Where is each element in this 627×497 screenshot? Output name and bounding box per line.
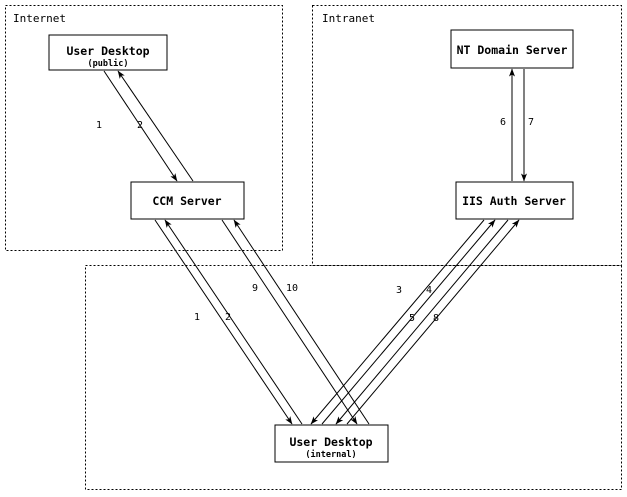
flow-line-5 — [335, 219, 509, 425]
step-label-3: 3 — [396, 285, 402, 296]
flow-line-4 — [321, 219, 496, 425]
flow-step-labels: 1 2 6 7 9 10 1 2 3 4 5 8 — [96, 117, 534, 324]
step-label-10: 10 — [286, 283, 298, 294]
node-user-desktop-internal[interactable] — [274, 424, 389, 463]
flow-line-3 — [310, 219, 485, 425]
flow-line-1-internal — [154, 219, 293, 425]
step-label-5: 5 — [409, 313, 415, 324]
zone-intranet-border — [312, 5, 622, 266]
node-sublabel-user-desktop-public: (public) — [88, 58, 129, 69]
step-label-8: 8 — [433, 313, 439, 324]
node-user-desktop-public[interactable] — [48, 34, 168, 71]
step-label-1-internal: 1 — [194, 312, 200, 323]
zone-boundaries — [5, 5, 622, 490]
node-nt-domain-server[interactable] — [450, 29, 574, 69]
node-label-nt-domain-server: NT Domain Server — [457, 43, 568, 57]
zone-label-internet: Internet — [13, 12, 66, 25]
node-ccm-server[interactable] — [130, 181, 245, 220]
node-label-user-desktop-public: User Desktop — [66, 44, 149, 58]
node-label-iis-auth-server: IIS Auth Server — [462, 194, 566, 208]
node-label-user-desktop-internal: User Desktop — [289, 435, 372, 449]
step-label-4: 4 — [426, 285, 432, 296]
zone-internet-border — [5, 5, 283, 251]
node-boxes: User Desktop (public) CCM Server NT Doma… — [48, 29, 574, 463]
zone-label-intranet: Intranet — [322, 12, 375, 25]
flow-line-9 — [221, 219, 358, 425]
node-label-ccm-server: CCM Server — [152, 194, 221, 208]
flow-lines — [103, 68, 527, 425]
node-iis-auth-server[interactable] — [455, 181, 574, 220]
node-sublabel-user-desktop-internal: (internal) — [305, 449, 356, 460]
flow-line-2-internal — [164, 219, 303, 425]
step-label-7: 7 — [528, 117, 534, 128]
step-label-1-public: 1 — [96, 120, 102, 131]
zone-internal-border — [85, 265, 622, 490]
flow-line-10 — [233, 219, 370, 425]
flow-line-2-public — [117, 70, 194, 182]
step-label-9: 9 — [252, 283, 258, 294]
step-label-2-public: 2 — [137, 120, 143, 131]
flow-line-8 — [346, 219, 520, 425]
step-label-6: 6 — [500, 117, 506, 128]
flow-line-1-public — [103, 70, 178, 182]
step-label-2-internal: 2 — [225, 312, 231, 323]
